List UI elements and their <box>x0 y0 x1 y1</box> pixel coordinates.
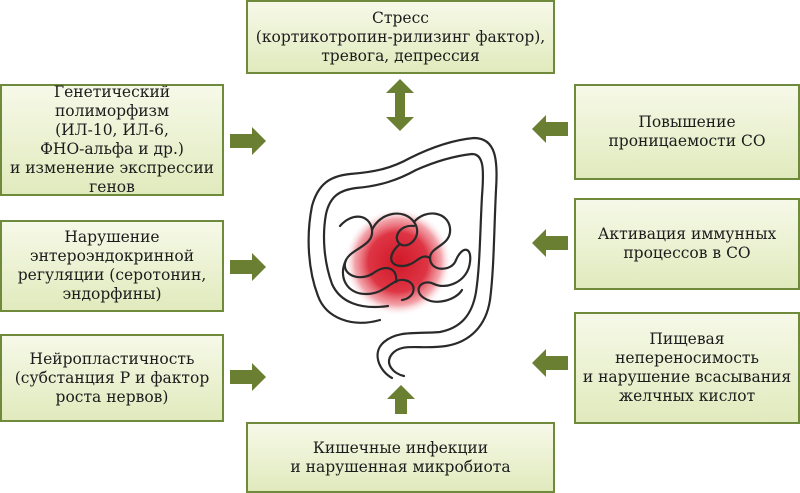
box-line: (ИЛ-10, ИЛ-6, <box>55 121 169 139</box>
arrow-right-icon <box>230 363 266 391</box>
box-line: и изменение экспрессии <box>9 159 215 177</box>
neuroplasticity-box: Нейропластичность (субстанция Р и фактор… <box>0 334 224 422</box>
box-line: Кишечные инфекции <box>312 438 489 457</box>
stress-box: Стресс (кортикотропин-рилизинг фактор), … <box>246 0 555 74</box>
box-line: Нейропластичность <box>29 349 195 368</box>
box-line: тревога, депрессия <box>321 46 480 65</box>
box-line: Пищевая <box>649 330 725 348</box>
box-line: (кортикотропин-рилизинг фактор), <box>255 27 546 46</box>
arrow-right-icon <box>230 253 266 281</box>
box-line: генов <box>89 178 135 196</box>
box-line: Повышение <box>638 113 736 131</box>
box-line: ФНО-альфа и др.) <box>40 140 184 158</box>
box-line: регуляции (серотонин, <box>17 266 207 284</box>
box-line: и нарушенная микробиота <box>290 457 511 476</box>
arrow-left-icon <box>532 229 568 257</box>
arrow-up-icon <box>387 385 415 414</box>
infections-microbiota-box: Кишечные инфекции и нарушенная микробиот… <box>246 422 555 493</box>
food-intolerance-box: Пищевая непереносимость и нарушение всас… <box>574 312 800 424</box>
box-line: Активация иммунных <box>597 225 777 243</box>
mucosa-permeability-box: Повышение проницаемости СО <box>574 84 800 180</box>
double-arrow-icon <box>386 79 414 131</box>
box-line: Стресс <box>372 8 429 27</box>
box-line: желчных кислот <box>618 387 756 405</box>
box-line: Нарушение <box>64 228 160 246</box>
enteroendocrine-regulation-box: Нарушение энтероэндокринной регуляции (с… <box>0 220 224 312</box>
immune-activation-box: Активация иммунных процессов в СО <box>574 198 800 290</box>
intestine-icon <box>307 136 498 380</box>
box-line: энтероэндокринной <box>29 247 195 265</box>
box-line: эндорфины) <box>62 285 162 303</box>
inflammation-spot <box>344 208 452 316</box>
arrow-right-icon <box>230 127 266 155</box>
box-line: непереносимость <box>615 349 759 367</box>
box-line: (субстанция Р и фактор <box>14 368 210 387</box>
box-line: роста нервов) <box>55 387 169 406</box>
box-line: процессов в СО <box>623 244 751 262</box>
box-line: проницаемости СО <box>608 132 766 150</box>
arrow-left-icon <box>532 349 568 377</box>
box-line: и нарушение всасывания <box>582 368 792 386</box>
genetic-polymorphism-box: Генетический полиморфизм (ИЛ-10, ИЛ-6, Ф… <box>0 83 224 196</box>
box-line: Генетический полиморфизм <box>53 83 171 120</box>
arrow-left-icon <box>532 115 568 143</box>
